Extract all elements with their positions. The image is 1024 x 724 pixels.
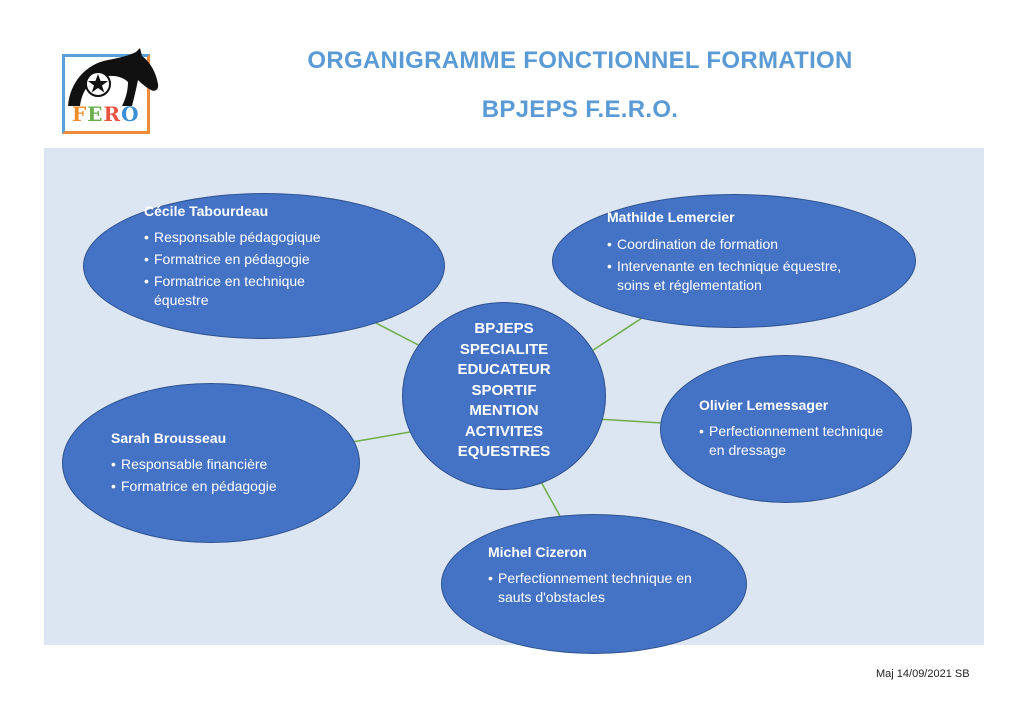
role-list: Perfectionnement technique en sauts d'ob… <box>488 569 708 610</box>
role-item: Formatrice en pédagogie <box>144 250 354 269</box>
role-item: Formatrice en technique équestre <box>144 272 354 310</box>
center-label: BPJEPS SPECIALITE EDUCATEUR SPORTIF MENT… <box>457 320 551 460</box>
role-item: Formatrice en pédagogie <box>111 477 331 496</box>
person-name: Cécile Tabourdeau <box>144 203 269 219</box>
role-item: Perfectionnement technique en dressage <box>699 422 889 460</box>
role-item: Responsable pédagogique <box>144 228 354 247</box>
logo-text: FERO <box>72 102 140 126</box>
connector-michel <box>539 479 561 517</box>
role-list: Perfectionnement technique en dressage <box>699 422 889 463</box>
node-mathilde-lemercier: Mathilde Lemercier Coordination de forma… <box>552 194 916 328</box>
person-name: Sarah Brousseau <box>111 430 227 446</box>
update-note: Maj 14/09/2021 SB <box>876 668 970 680</box>
fero-logo: FERO <box>62 46 159 138</box>
connector-sarah <box>351 431 411 443</box>
role-item: Perfectionnement technique en sauts d'ob… <box>488 569 708 607</box>
role-list: Responsable pédagogique Formatrice en pé… <box>144 228 354 313</box>
person-name: Mathilde Lemercier <box>607 209 735 225</box>
node-sarah-brousseau: Sarah Brousseau Responsable financière F… <box>62 383 360 543</box>
horse-head-icon <box>68 48 159 106</box>
page-subtitle: BPJEPS F.E.R.O. <box>481 96 679 123</box>
node-center-bpjeps: BPJEPS SPECIALITE EDUCATEUR SPORTIF MENT… <box>402 302 606 490</box>
role-item: Responsable financière <box>111 455 331 474</box>
role-list: Coordination de formation Intervenante e… <box>607 235 877 298</box>
node-olivier-lemessager: Olivier Lemessager Perfectionnement tech… <box>660 355 912 503</box>
role-item: Intervenante en technique équestre, soin… <box>607 257 877 295</box>
role-item: Coordination de formation <box>607 235 877 254</box>
node-cecile-tabourdeau: Cécile Tabourdeau Responsable pédagogiqu… <box>83 193 445 339</box>
page-title: ORGANIGRAMME FONCTIONNEL FORMATION <box>307 47 853 74</box>
person-name: Olivier Lemessager <box>699 397 829 413</box>
node-michel-cizeron: Michel Cizeron Perfectionnement techniqu… <box>441 514 747 654</box>
person-name: Michel Cizeron <box>488 544 587 560</box>
role-list: Responsable financière Formatrice en péd… <box>111 455 331 499</box>
